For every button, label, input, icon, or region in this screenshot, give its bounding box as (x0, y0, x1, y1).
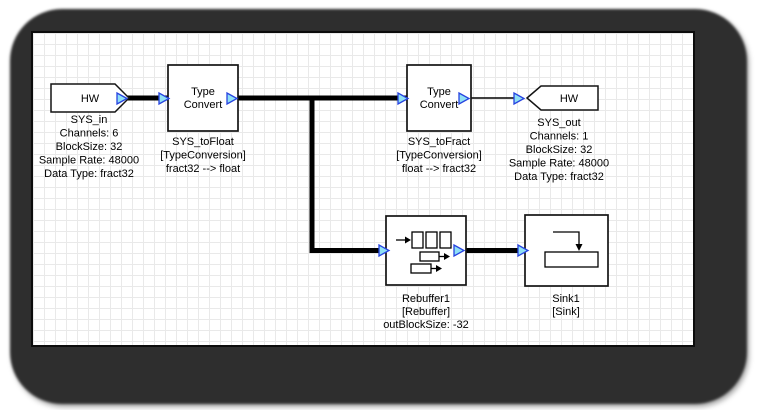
block-sys-out[interactable] (525, 85, 599, 111)
rebuffer1-param-label: outBlockSize: -32 (383, 319, 469, 331)
rebuffer1-type-label: [Rebuffer] (402, 306, 450, 318)
sys-tofract-name-label: SYS_toFract (408, 136, 470, 148)
sys-tofloat-input-port-icon[interactable] (158, 91, 171, 106)
sys-tofloat-conv-label: fract32 --> float (166, 163, 240, 175)
sys-in-prop-label: Channels: 6 (60, 128, 119, 140)
sys-in-prop-label: Sample Rate: 48000 (39, 155, 139, 167)
sys-in-prop-label: BlockSize: 32 (56, 141, 123, 153)
sys-out-name-label: SYS_out (537, 117, 580, 129)
sys-tofloat-type-label: [TypeConversion] (160, 150, 246, 162)
block-sys-in-text: HW (81, 93, 100, 105)
sys-out-input-port-icon[interactable] (513, 91, 526, 106)
rebuffer1-output-port-icon[interactable] (453, 243, 466, 258)
block-sys-tofract-text: Type (427, 86, 451, 98)
sys-tofloat-name-label: SYS_toFloat (172, 136, 234, 148)
sys-tofloat-output-port-icon[interactable] (226, 91, 239, 106)
sys-in-name-label: SYS_in (71, 114, 108, 126)
block-sys-tofloat[interactable] (167, 64, 239, 132)
wire-branch-to-rebuffer[interactable] (309, 95, 389, 253)
rebuffer1-name-label: Rebuffer1 (402, 293, 450, 305)
sys-tofract-input-port-icon[interactable] (397, 91, 410, 106)
sink1-input-port-icon[interactable] (517, 243, 530, 258)
sys-out-prop-label: BlockSize: 32 (526, 144, 593, 156)
sys-tofract-conv-label: float --> fract32 (402, 163, 476, 175)
block-sys-tofloat-text: Type (191, 86, 215, 98)
sink-icon (544, 231, 599, 268)
block-sys-tofloat-text: Convert (184, 99, 223, 111)
sys-tofract-output-port-icon[interactable] (458, 91, 471, 106)
sys-out-prop-label: Data Type: fract32 (514, 171, 604, 183)
diagram-canvas[interactable]: HW SYS_in Channels: 6 BlockSize: 32 Samp… (31, 31, 695, 347)
block-sys-out-text: HW (560, 93, 579, 105)
rebuffer1-input-port-icon[interactable] (378, 243, 391, 258)
rebuffer-icon (396, 231, 452, 274)
block-sys-tofract-text: Convert (420, 99, 459, 111)
sys-in-prop-label: Data Type: fract32 (44, 168, 134, 180)
block-sys-in[interactable] (50, 83, 131, 113)
sys-out-prop-label: Channels: 1 (530, 131, 589, 143)
diagram-layer: HW SYS_in Channels: 6 BlockSize: 32 Samp… (39, 64, 609, 331)
block-sink1[interactable] (524, 214, 609, 287)
sys-out-prop-label: Sample Rate: 48000 (509, 158, 609, 170)
sink1-name-label: Sink1 (552, 293, 580, 305)
sys-tofract-type-label: [TypeConversion] (396, 150, 482, 162)
sink1-type-label: [Sink] (552, 306, 580, 318)
sys-in-output-port-icon[interactable] (116, 91, 129, 106)
